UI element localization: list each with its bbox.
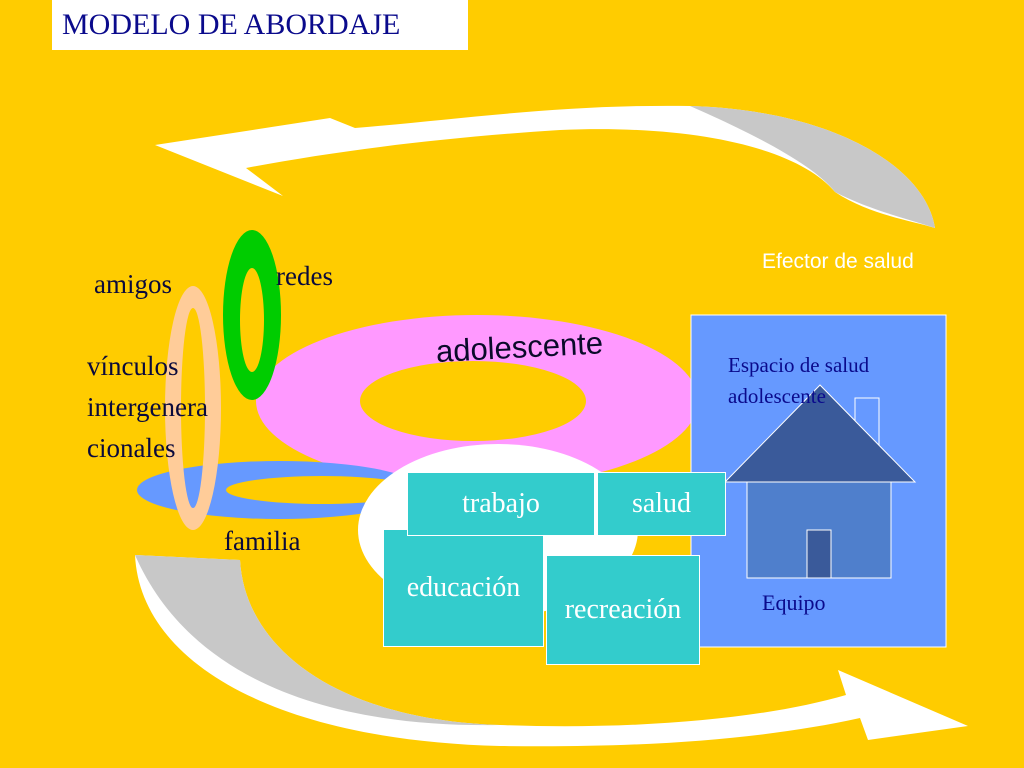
label-vinculos-line2: intergenera <box>87 392 208 422</box>
label-vinculos-line3: cionales <box>87 433 176 463</box>
bottom-arrow-shade <box>135 555 500 726</box>
label-efector-de-salud: Efector de salud <box>762 250 914 273</box>
top-curved-arrow <box>155 105 935 228</box>
house-door <box>806 529 832 579</box>
top-arrow-shade <box>690 106 935 228</box>
box-recreacion: recreación <box>546 555 700 665</box>
label-amigos: amigos <box>94 269 172 299</box>
box-trabajo: trabajo <box>407 472 595 536</box>
label-vinculos-line1: vínculos <box>87 351 179 381</box>
label-espacio-line2: adolescente <box>728 384 826 408</box>
label-espacio-de-salud: Espacio de salud adolescente <box>728 350 869 412</box>
box-educacion: educación <box>383 529 544 647</box>
label-espacio-line1: Espacio de salud <box>728 353 870 377</box>
green-ring <box>223 230 281 400</box>
house-roof <box>723 384 917 483</box>
pink-ring <box>256 315 698 487</box>
label-equipo: Equipo <box>762 590 826 615</box>
box-salud: salud <box>597 472 726 536</box>
slide-title: MODELO DE ABORDAJE <box>52 0 468 50</box>
label-redes: redes <box>276 261 333 291</box>
label-familia: familia <box>224 526 301 556</box>
peach-ring <box>165 286 221 530</box>
